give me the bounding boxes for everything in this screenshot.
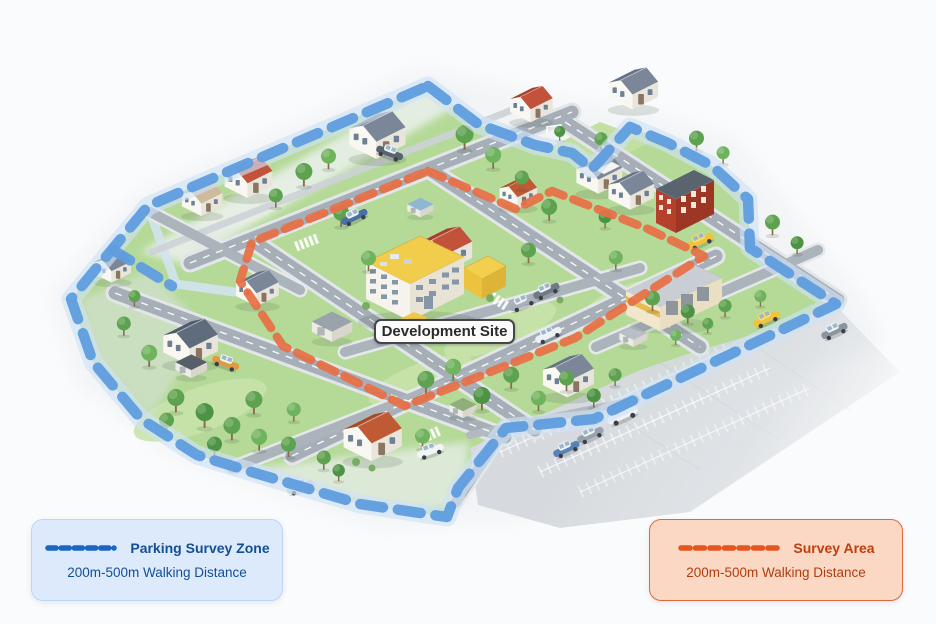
orange-dashed-line-icon	[678, 545, 781, 551]
legend-survey-title: Survey Area	[793, 540, 875, 556]
survey-area-boundary	[235, 166, 709, 411]
bottom-fade	[240, 442, 468, 512]
street	[227, 350, 525, 473]
zone-dashes	[65, 80, 842, 523]
legend-parking-subtitle: 200m-500m Walking Distance	[67, 565, 247, 580]
parking-survey-zone-boundary	[61, 76, 846, 527]
development-site-label: Development Site	[374, 319, 515, 344]
legend-parking-title: Parking Survey Zone	[130, 540, 270, 556]
legend-survey-area: Survey Area 200m-500m Walking Distance	[649, 519, 903, 601]
crosswalk	[294, 233, 320, 252]
brick-building	[655, 170, 715, 233]
house	[607, 66, 660, 117]
blue-dashed-line-icon	[45, 545, 118, 551]
street	[108, 286, 512, 444]
legend-parking-survey-zone: Parking Survey Zone 200m-500m Walking Di…	[31, 519, 283, 601]
bushes	[352, 294, 564, 472]
street	[145, 207, 305, 295]
legend-survey-subtitle: 200m-500m Walking Distance	[686, 565, 866, 580]
zone-spur-dashes	[107, 244, 178, 292]
